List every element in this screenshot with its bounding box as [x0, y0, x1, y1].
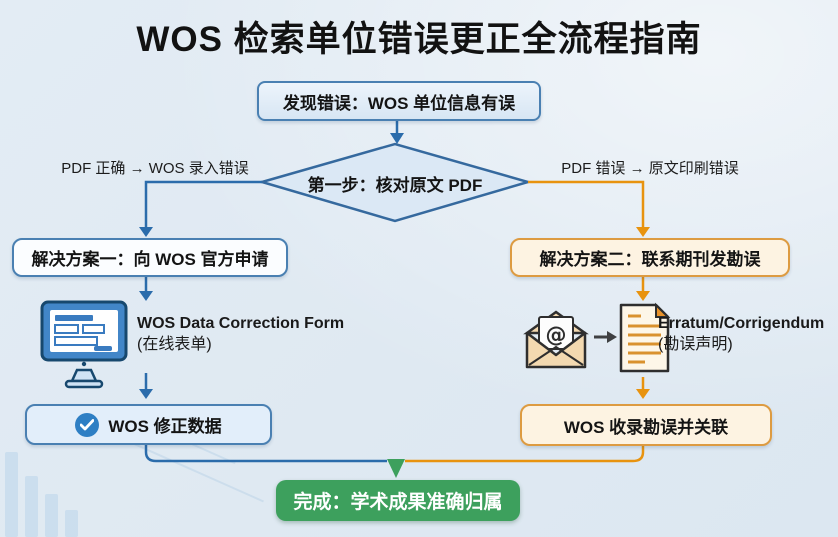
deco-bar	[5, 452, 18, 537]
document-fold-corner	[655, 302, 671, 318]
form-step-title: WOS Data Correction Form	[137, 315, 345, 332]
merge-arrowhead-icon	[387, 459, 405, 478]
monitor-dot	[81, 361, 87, 367]
connector-branch-left	[144, 180, 262, 227]
node-decision-label: 第一步：核对原文 PDF	[307, 176, 483, 195]
form-step-text: WOS Data Correction Form (在线表单)	[137, 313, 344, 355]
deco-bar	[45, 494, 58, 537]
node-finish: 完成：学术成果准确归属	[276, 480, 520, 521]
page-title: WOS 检索单位错误更正全流程指南	[136, 20, 702, 59]
monitor-icon	[38, 298, 130, 395]
form-submit-button	[94, 346, 112, 351]
deco-bar	[25, 476, 38, 537]
monitor-base	[64, 379, 104, 389]
result-left-label: WOS 修正数据	[108, 417, 222, 436]
arrowhead-down-icon	[636, 291, 650, 301]
check-icon	[75, 412, 100, 437]
form-step-sub: (在线表单)	[137, 336, 212, 353]
node-result-left: WOS 修正数据	[25, 404, 272, 445]
letter-paper	[538, 316, 574, 350]
arrowhead-down-icon	[139, 389, 153, 399]
node-solution-right: 解决方案二：联系期刊发勘误	[510, 238, 790, 277]
arrowhead-down-icon	[390, 133, 404, 144]
arrowhead-down-icon	[139, 227, 153, 237]
connector-branch-right	[528, 180, 645, 227]
node-solution-left: 解决方案一：向 WOS 官方申请	[12, 238, 288, 277]
envelope-fold	[528, 345, 584, 366]
form-field	[82, 324, 105, 334]
node-result-right: WOS 收录勘误并关联	[520, 404, 772, 446]
form-field	[54, 336, 98, 346]
at-symbol: @	[546, 323, 567, 347]
branch-label-right: PDF 错误 → 原文印刷错误	[561, 160, 739, 177]
erratum-step-text: Erratum/Corrigendum (勘误声明)	[658, 313, 824, 355]
erratum-document-icon	[615, 299, 673, 382]
arrowhead-down-icon	[636, 389, 650, 399]
connector-merge-right	[405, 444, 645, 463]
erratum-step-title: Erratum/Corrigendum	[658, 315, 825, 332]
deco-bar	[65, 510, 78, 537]
arrowhead-down-icon	[636, 227, 650, 237]
connector-merge-left	[144, 441, 387, 463]
node-start: 发现错误：WOS 单位信息有误	[257, 81, 541, 121]
right-arrow-icon	[594, 331, 617, 343]
branch-label-left: PDF 正确 → WOS 录入错误	[61, 160, 249, 177]
erratum-step-sub: (勘误声明)	[658, 336, 733, 353]
monitor-stand	[70, 368, 98, 383]
arrowhead-down-icon	[139, 291, 153, 301]
form-field	[54, 324, 79, 334]
email-envelope-icon: @	[519, 306, 593, 377]
form-title-bar	[55, 315, 93, 321]
